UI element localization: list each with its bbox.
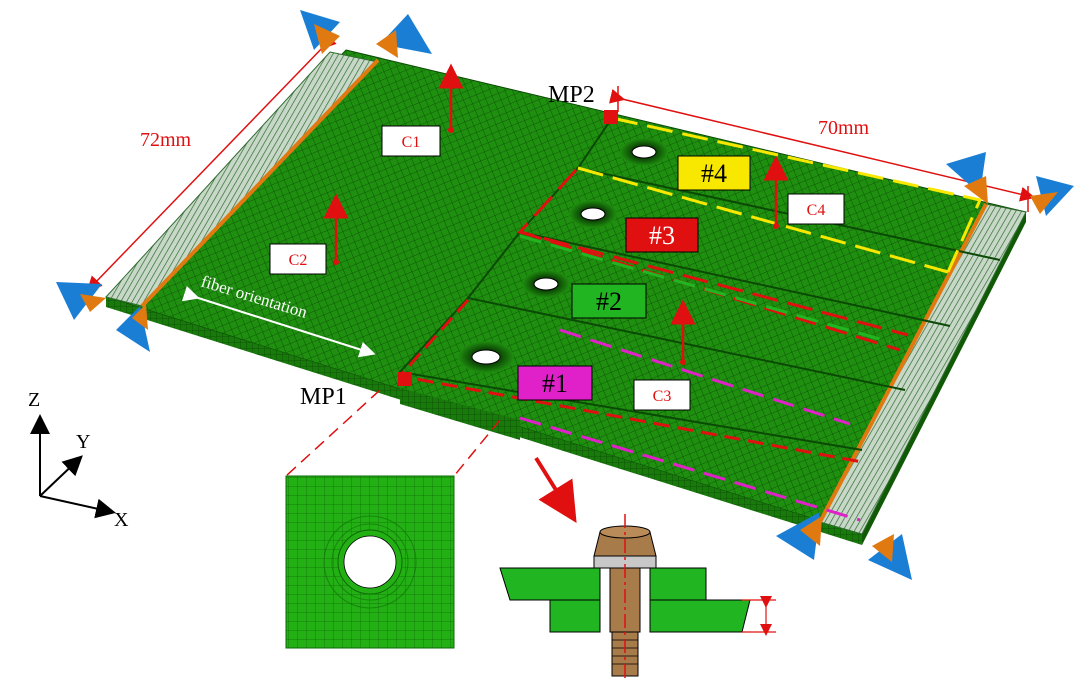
bolt-label-4: #4	[701, 159, 727, 188]
load-arrows	[323, 63, 789, 365]
section-view-arrow	[534, 456, 577, 523]
bolt-label-2: #2	[596, 287, 622, 316]
dimension-70mm-label: 70mm	[818, 117, 870, 139]
dimension-72mm: 72mm	[86, 33, 337, 292]
axis-y-label: Y	[76, 431, 90, 453]
load-labels: C1 C2 C3 C4	[269, 125, 845, 411]
lap-step	[400, 388, 520, 440]
c1-label: C1	[402, 134, 421, 151]
c3-label: C3	[653, 388, 672, 405]
bolt-label-3-box	[625, 217, 699, 253]
bolt-label-3: #3	[649, 221, 675, 250]
hole-mesh-detail	[285, 475, 455, 649]
c2-label: C2	[289, 252, 308, 269]
constraint-line-right	[818, 203, 988, 523]
bolt-label-1-box	[517, 365, 593, 401]
coordinate-axes: Z Y X	[28, 389, 129, 531]
mp2-label: MP2	[548, 82, 595, 108]
c4-label: C4	[807, 202, 826, 219]
zoom-callout-lines	[285, 389, 501, 477]
axis-x-label: X	[114, 509, 129, 531]
bolt-labels: #4 #3 #2 #1	[517, 155, 751, 401]
dimension-70mm: 70mm	[608, 86, 1036, 212]
axis-z-label: Z	[28, 389, 40, 411]
plate-right-edge	[862, 212, 1026, 545]
dimension-72mm-label: 72mm	[140, 129, 192, 151]
monitor-point-mp1: MP1	[300, 372, 412, 410]
bolt-label-4-box	[677, 155, 751, 191]
bolt-label-1: #1	[542, 369, 568, 398]
boundary-supports	[56, 10, 1074, 580]
mp1-label: MP1	[300, 384, 347, 410]
monitor-point-mp2: MP2	[548, 82, 618, 124]
bolt-section-view	[499, 514, 776, 679]
bolt-label-2-box	[571, 283, 647, 319]
